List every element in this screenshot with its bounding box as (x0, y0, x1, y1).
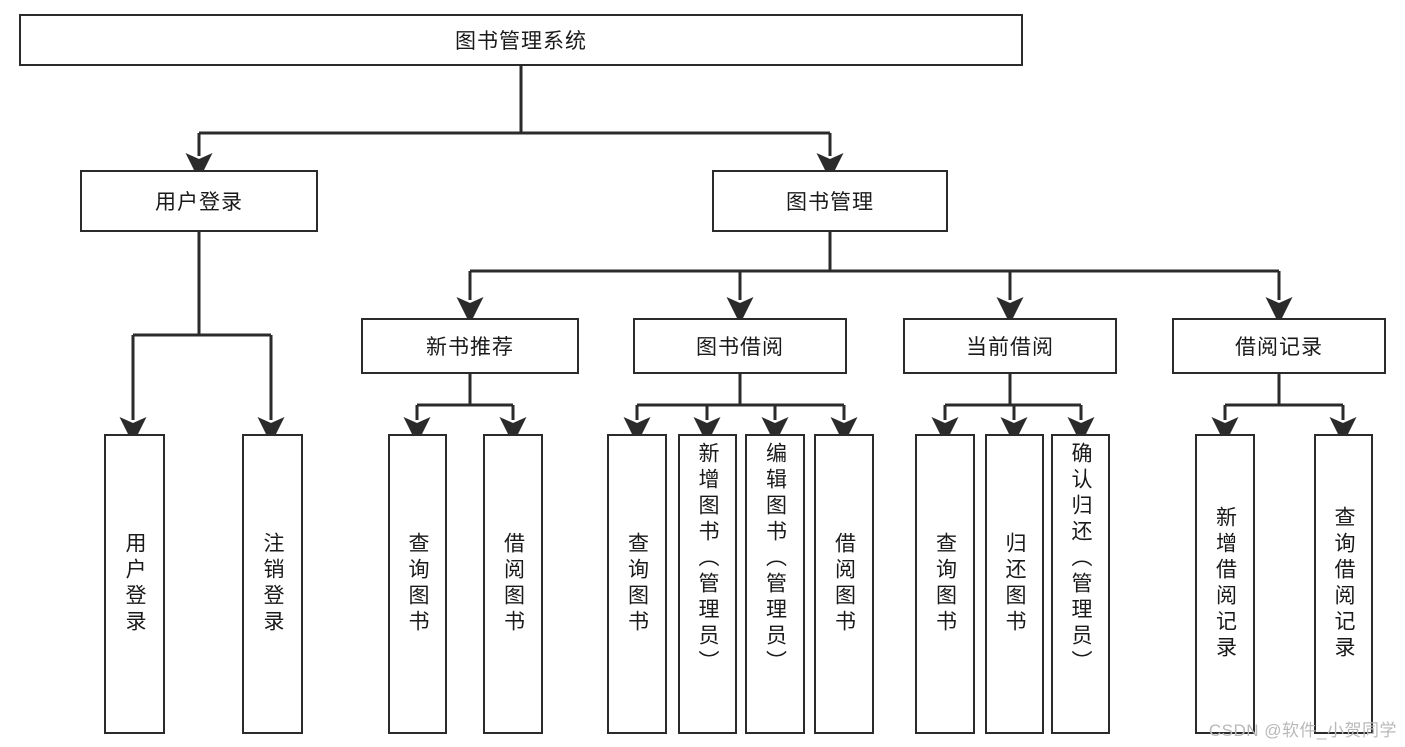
leaf-return-book[interactable]: 归还图书 (985, 434, 1044, 734)
leaf-label: 查询图书 (625, 532, 649, 636)
leaf-borrow-book[interactable]: 借阅图书 (814, 434, 874, 734)
leaf-add-borrow-record[interactable]: 新增借阅记录 (1195, 434, 1255, 734)
csdn-watermark: CSDN @软件_小贺同学 (1208, 721, 1397, 740)
leaf-edit-book-admin[interactable]: 编辑图书（管理员） (745, 434, 805, 734)
node-book-borrow[interactable]: 图书借阅 (633, 318, 847, 374)
node-label: 当前借阅 (966, 336, 1054, 359)
leaf-query-book-borrow[interactable]: 查询图书 (607, 434, 667, 734)
leaf-label: 新增借阅记录 (1213, 506, 1237, 662)
leaf-logout-login[interactable]: 注销登录 (242, 434, 303, 734)
leaf-label: 用户登录 (123, 532, 146, 636)
leaf-label: 查询图书 (406, 532, 429, 636)
node-current-borrow[interactable]: 当前借阅 (903, 318, 1117, 374)
leaf-label: 归还图书 (1003, 532, 1026, 636)
leaf-label: 编辑图书（管理员） (763, 442, 787, 676)
leaf-user-login[interactable]: 用户登录 (104, 434, 165, 734)
leaf-add-book-admin[interactable]: 新增图书（管理员） (678, 434, 737, 734)
node-borrow-record[interactable]: 借阅记录 (1172, 318, 1386, 374)
node-label: 图书管理系统 (455, 30, 587, 53)
leaf-label: 确认归还（管理员） (1069, 442, 1092, 676)
leaf-query-borrow-record[interactable]: 查询借阅记录 (1314, 434, 1373, 734)
leaf-query-book-current[interactable]: 查询图书 (915, 434, 975, 734)
node-label: 用户登录 (155, 191, 243, 214)
node-new-book-recommend[interactable]: 新书推荐 (361, 318, 579, 374)
node-book-management[interactable]: 图书管理 (712, 170, 948, 232)
node-label: 图书借阅 (696, 336, 784, 359)
node-label: 图书管理 (786, 191, 874, 214)
leaf-label: 查询图书 (933, 532, 957, 636)
leaf-label: 借阅图书 (501, 532, 525, 636)
leaf-label: 注销登录 (261, 532, 284, 636)
leaf-label: 借阅图书 (832, 532, 856, 636)
leaf-query-book-recommend[interactable]: 查询图书 (388, 434, 447, 734)
leaf-label: 新增图书（管理员） (696, 442, 719, 676)
node-root-system[interactable]: 图书管理系统 (19, 14, 1023, 66)
node-user-login[interactable]: 用户登录 (80, 170, 318, 232)
leaf-label: 查询借阅记录 (1332, 506, 1355, 662)
leaf-confirm-return-admin[interactable]: 确认归还（管理员） (1051, 434, 1110, 734)
leaf-borrow-book-recommend[interactable]: 借阅图书 (483, 434, 543, 734)
node-label: 新书推荐 (426, 336, 514, 359)
node-label: 借阅记录 (1235, 336, 1323, 359)
